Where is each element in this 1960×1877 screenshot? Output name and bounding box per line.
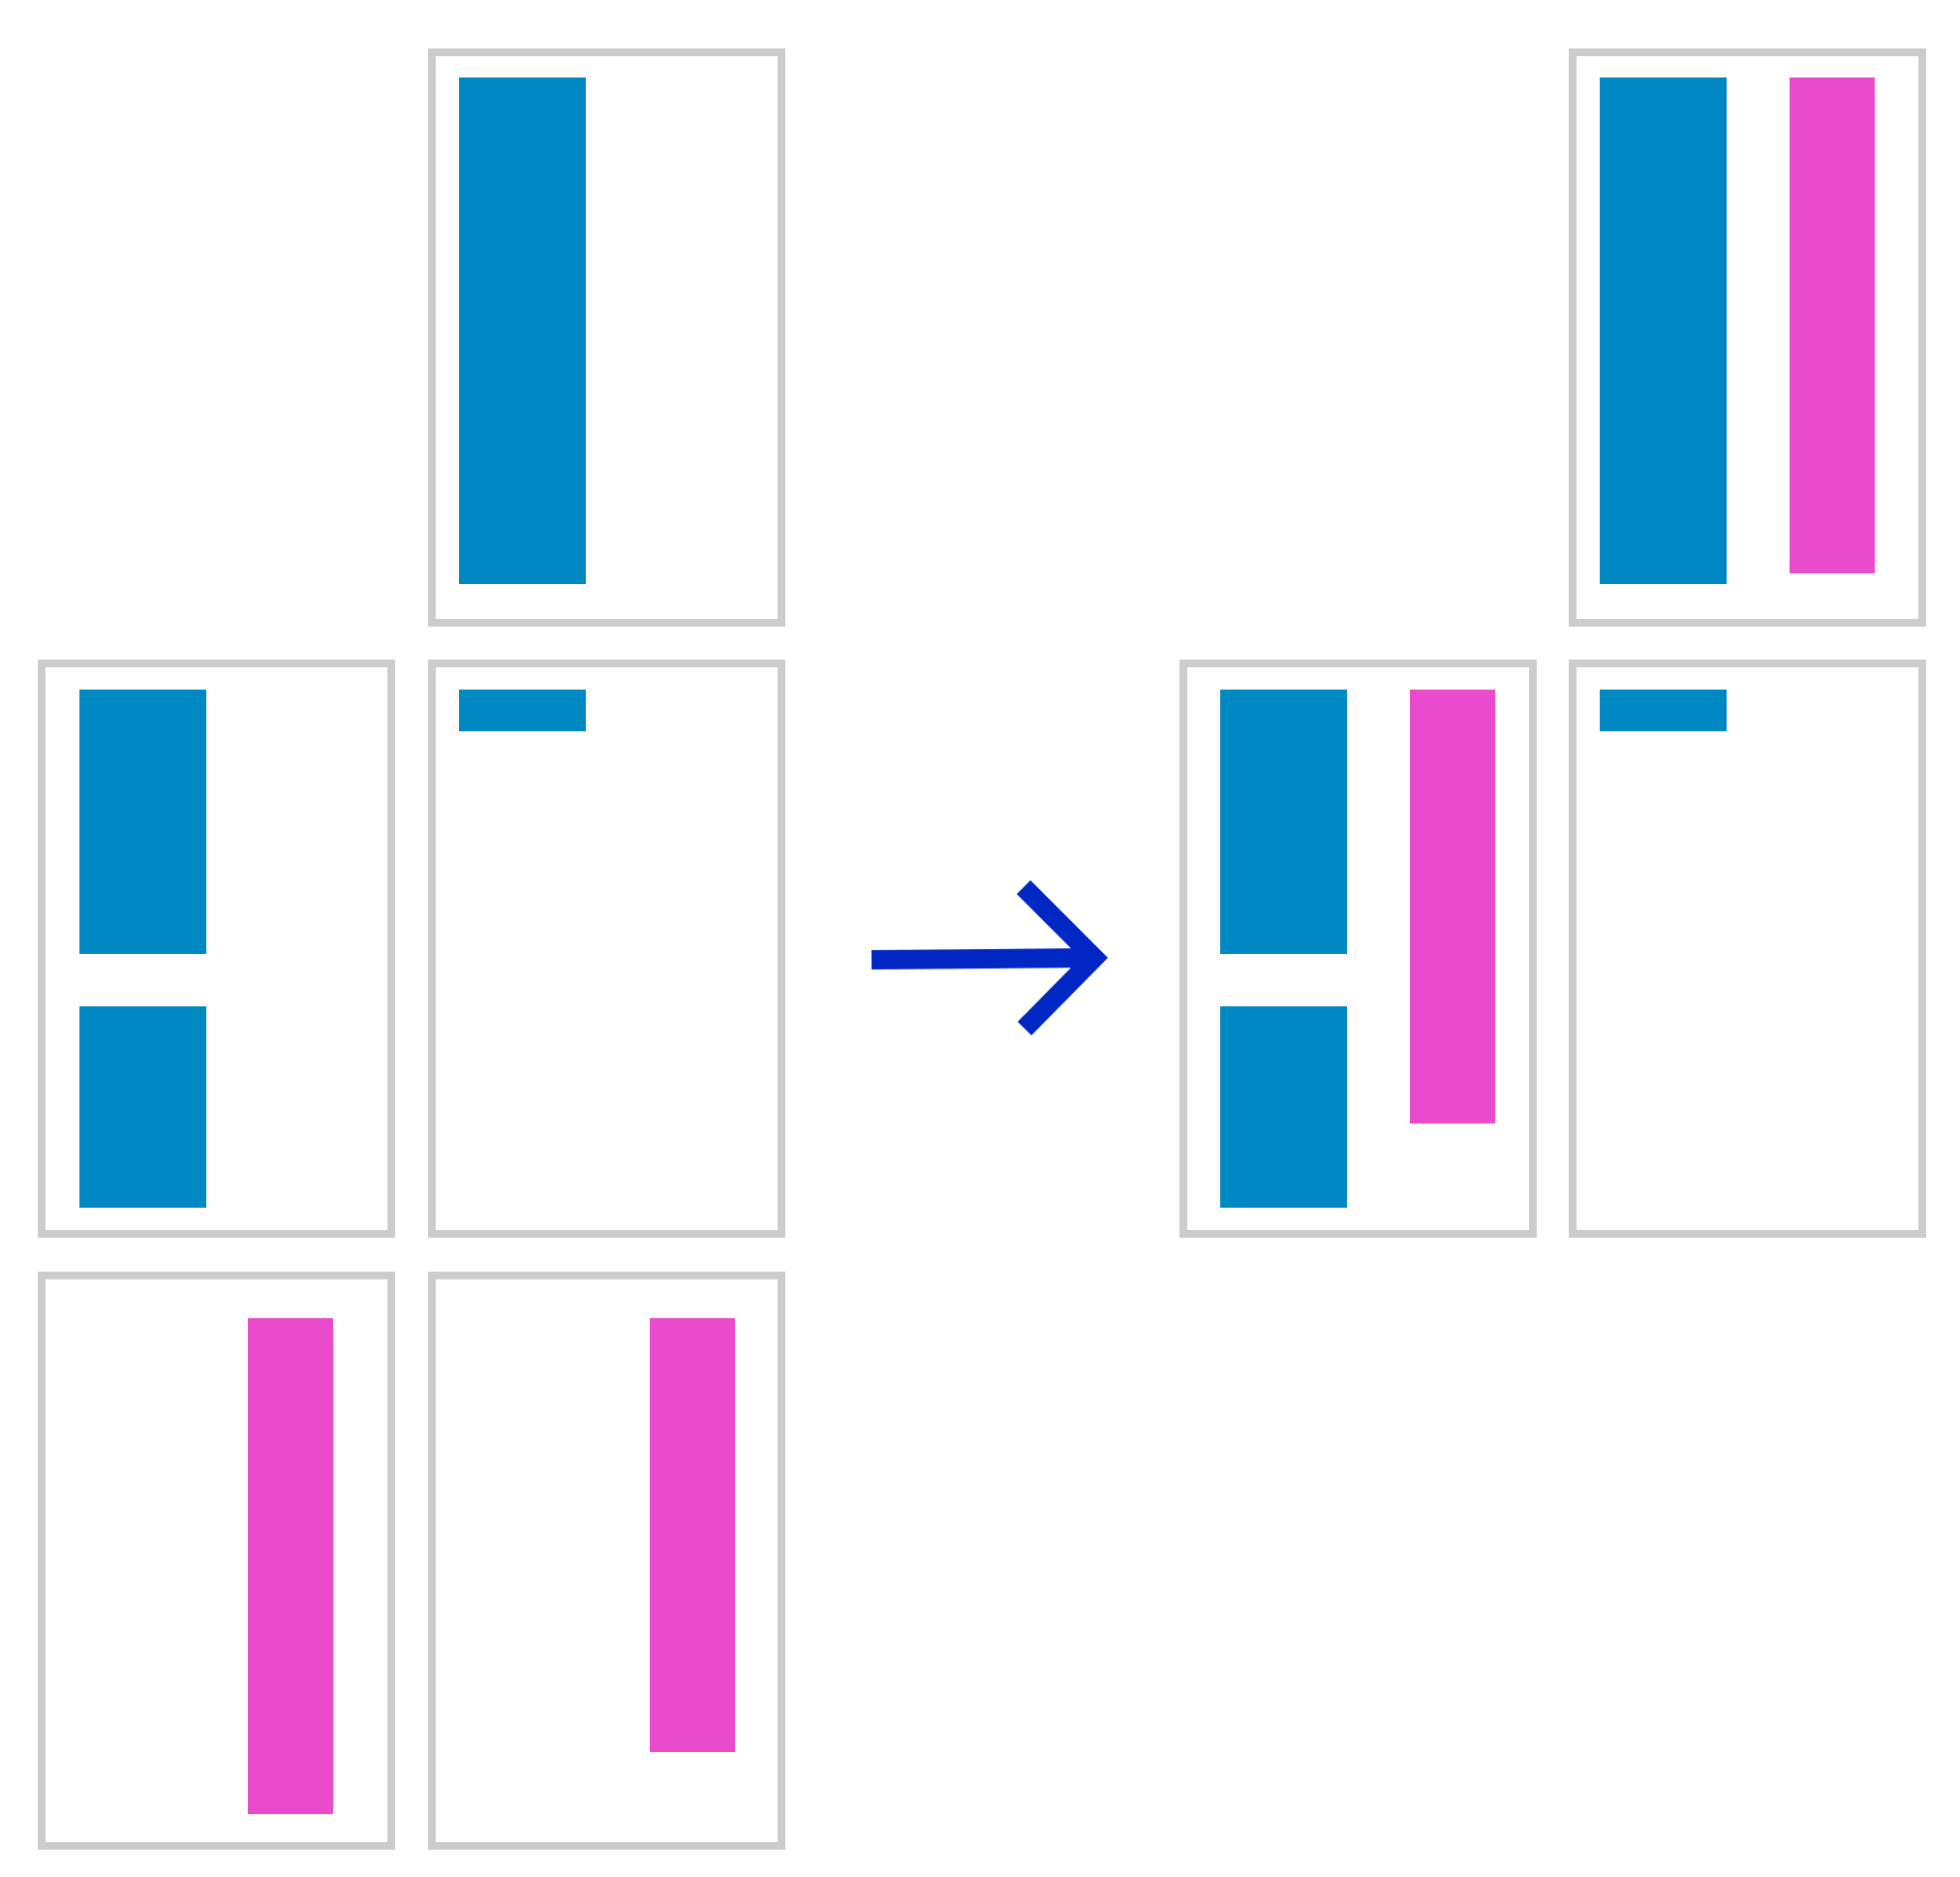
pink-medium-bar — [1410, 690, 1495, 1123]
before-mid-left-page — [38, 660, 395, 1238]
arrow-right-icon — [871, 879, 1109, 1036]
blue-upper-bar — [79, 690, 206, 954]
blue-tall-bar — [1600, 77, 1727, 584]
pink-medium-bar — [650, 1318, 735, 1752]
pink-tall-bar — [1790, 77, 1875, 573]
after-top-page — [1569, 48, 1926, 627]
after-mid-left-page — [1179, 660, 1537, 1238]
after-mid-right-page — [1569, 660, 1926, 1238]
blue-lower-bar — [79, 1006, 206, 1208]
before-bottom-left-page — [38, 1272, 395, 1850]
blue-short-bar — [1600, 690, 1727, 731]
before-mid-right-page — [428, 660, 785, 1238]
blue-short-bar — [459, 690, 586, 731]
before-top-page — [428, 48, 785, 627]
blue-lower-bar — [1220, 1006, 1347, 1208]
pink-tall-bar — [248, 1318, 333, 1814]
blue-tall-bar — [459, 77, 586, 584]
before-bottom-right-page — [428, 1272, 785, 1850]
blue-upper-bar — [1220, 690, 1347, 954]
